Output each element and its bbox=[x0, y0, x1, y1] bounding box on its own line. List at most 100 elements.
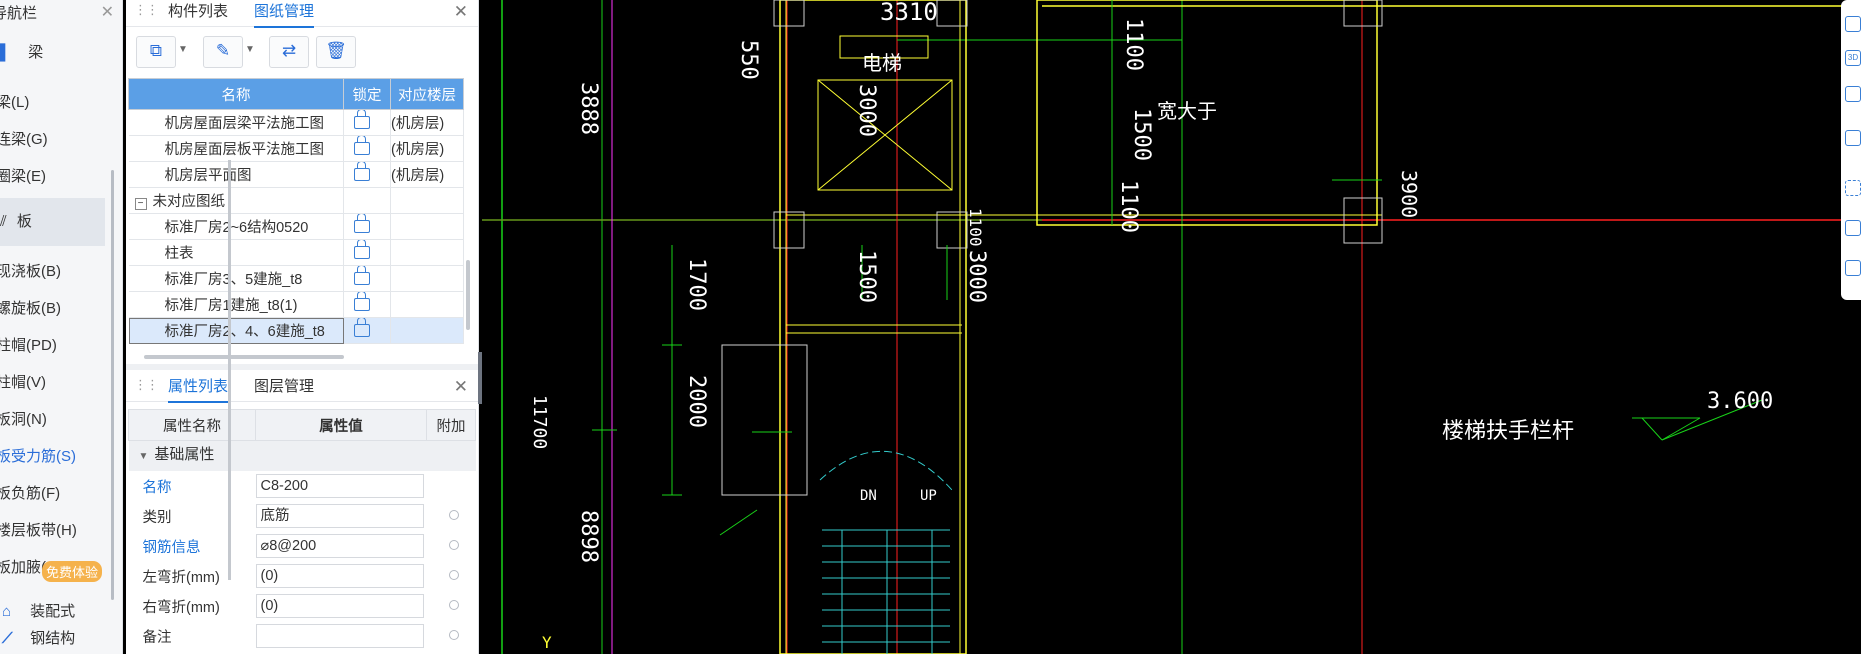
3d-view-icon[interactable]: 3D bbox=[1845, 50, 1861, 66]
free-trial-badge[interactable]: 免费体验 bbox=[42, 561, 103, 582]
tab-component-list[interactable]: 构件列表 bbox=[168, 3, 229, 20]
trash-icon: 🗑 bbox=[325, 41, 347, 60]
lock-icon[interactable] bbox=[354, 265, 370, 285]
property-panel-header: ⋮⋮ 属性列表 图层管理 ✕ bbox=[126, 375, 478, 403]
add-drawing-button[interactable]: ⧉ bbox=[136, 36, 176, 68]
nav-item-ring-beam[interactable]: 圈梁(E) bbox=[0, 168, 46, 185]
checkbox-icon[interactable] bbox=[448, 510, 459, 520]
chevron-down-icon[interactable]: ▼ bbox=[178, 44, 188, 55]
cad-drawing: 550 3310 1100 3888 3000 1500 1700 1500 3… bbox=[482, 0, 1861, 654]
table-row[interactable]: 柱表 bbox=[128, 239, 464, 266]
svg-text:550: 550 bbox=[736, 40, 761, 80]
table-row[interactable]: 机房屋面层梁平法施工图(机房层) bbox=[128, 109, 464, 136]
table-row-group[interactable]: −未对应图纸 bbox=[128, 187, 464, 214]
table-row[interactable]: 机房屋面层板平法施工图(机房层) bbox=[128, 135, 464, 162]
tab-property-list[interactable]: 属性列表 bbox=[168, 375, 229, 403]
svg-text:3888: 3888 bbox=[576, 82, 601, 135]
steel-icon: ⟋ bbox=[2, 630, 13, 647]
navigation-panel: 导航栏 ✕ ▌ 梁 梁(L) 连梁(G) 圈梁(E) ⫽ 板 现浇板(B) 螺旋… bbox=[0, 0, 123, 654]
cad-drawing-canvas[interactable]: 550 3310 1100 3888 3000 1500 1700 1500 3… bbox=[482, 0, 1861, 654]
col-prop-name: 属性名称 bbox=[128, 409, 256, 441]
nav-item-slab-rebar[interactable]: 板受力筋(S) bbox=[0, 448, 76, 465]
col-prop-value: 属性值 bbox=[255, 409, 427, 441]
drag-grip-icon[interactable]: ⋮⋮ bbox=[134, 2, 159, 17]
drawing-table: 名称 锁定 对应楼层 机房屋面层梁平法施工图(机房层) 机房屋面层板平法施工图(… bbox=[128, 78, 464, 344]
svg-text:1500: 1500 bbox=[1129, 108, 1154, 161]
display-icon[interactable] bbox=[1845, 220, 1861, 236]
swap-drawing-button[interactable]: ⇄ bbox=[269, 36, 309, 68]
lock-icon[interactable] bbox=[354, 213, 370, 233]
edit-drawing-button[interactable]: ✎ bbox=[203, 36, 243, 68]
close-icon[interactable]: ✕ bbox=[453, 377, 468, 396]
lock-icon[interactable] bbox=[354, 109, 370, 129]
lock-icon[interactable] bbox=[354, 161, 370, 181]
nav-item-slab-strip[interactable]: 楼层板带(H) bbox=[0, 522, 77, 539]
cube-view-icon[interactable] bbox=[1845, 130, 1861, 146]
checkbox-icon[interactable] bbox=[448, 570, 459, 580]
nav-group-slab[interactable]: ⫽ 板 bbox=[0, 198, 105, 246]
lock-icon[interactable] bbox=[354, 239, 370, 259]
nav-item-cast-slab[interactable]: 现浇板(B) bbox=[0, 263, 61, 280]
nav-scrollbar[interactable] bbox=[111, 170, 114, 600]
checkbox-icon[interactable] bbox=[448, 600, 459, 610]
nav-item-link-beam[interactable]: 连梁(G) bbox=[0, 131, 48, 148]
horizontal-scrollbar[interactable] bbox=[144, 355, 344, 359]
prop-value-field[interactable]: ⌀8@200 bbox=[255, 534, 424, 558]
table-row[interactable]: 标准厂房1建施_t8(1) bbox=[128, 291, 464, 318]
prop-row: 右弯折(mm)(0) bbox=[129, 591, 476, 621]
col-floor[interactable]: 对应楼层 bbox=[390, 78, 464, 110]
prop-value-field[interactable]: (0) bbox=[255, 594, 424, 618]
table-row[interactable]: 标准厂房2~6结构0520 bbox=[128, 213, 464, 240]
delete-button[interactable]: 🗑 bbox=[316, 36, 356, 68]
close-icon[interactable]: ✕ bbox=[453, 2, 468, 21]
list-view-icon[interactable] bbox=[1845, 260, 1861, 276]
collapse-icon[interactable]: − bbox=[134, 198, 147, 210]
svg-text:1100: 1100 bbox=[1121, 18, 1146, 71]
panel-scrollbar[interactable] bbox=[228, 160, 231, 580]
svg-text:3000: 3000 bbox=[854, 84, 879, 137]
table-row[interactable]: 标准厂房3、5建施_t8 bbox=[128, 265, 464, 292]
nav-item-neg-rebar[interactable]: 板负筋(F) bbox=[0, 485, 61, 502]
col-prop-extra: 附加 bbox=[426, 409, 476, 441]
table-row-selected[interactable]: 标准厂房2、4、6建施_t8 bbox=[128, 317, 464, 344]
table-row[interactable]: 机房层平面图(机房层) bbox=[128, 161, 464, 188]
col-lock[interactable]: 锁定 bbox=[343, 78, 391, 110]
svg-text:楼梯扶手栏杆: 楼梯扶手栏杆 bbox=[1442, 419, 1574, 444]
col-name[interactable]: 名称 bbox=[128, 78, 344, 110]
nav-group-prefab[interactable]: ⌂ 装配式 bbox=[2, 597, 75, 627]
chevron-down-icon[interactable]: ▼ bbox=[245, 44, 255, 55]
drag-grip-icon[interactable]: ⋮⋮ bbox=[134, 377, 159, 392]
checkbox-icon[interactable] bbox=[448, 630, 459, 640]
prop-value-field[interactable] bbox=[255, 624, 424, 648]
prop-value-field[interactable]: (0) bbox=[255, 564, 424, 588]
nav-item-slab-hole[interactable]: 板洞(N) bbox=[0, 411, 47, 428]
section-basic[interactable]: ▼基础属性 bbox=[128, 440, 476, 471]
nav-group-beam[interactable]: ▌ 梁 bbox=[0, 38, 43, 68]
svg-text:1700: 1700 bbox=[684, 258, 709, 311]
svg-text:3000: 3000 bbox=[964, 250, 989, 303]
vertical-scrollbar[interactable] bbox=[466, 260, 470, 330]
tab-drawing-manager[interactable]: 图纸管理 bbox=[254, 0, 315, 28]
nav-group-steel[interactable]: ⟋ 钢结构 bbox=[2, 624, 75, 654]
nav-item-column-cap-v[interactable]: 柱帽(V) bbox=[0, 374, 46, 391]
nav-close-icon[interactable]: ✕ bbox=[100, 4, 114, 21]
edit-icon: ✎ bbox=[215, 41, 231, 60]
prop-value-field[interactable]: 底筋 bbox=[255, 504, 424, 528]
svg-text:3310: 3310 bbox=[880, 0, 938, 26]
checkbox-icon[interactable] bbox=[448, 540, 459, 550]
nav-item-spiral-slab[interactable]: 螺旋板(B) bbox=[0, 300, 61, 317]
svg-text:2000: 2000 bbox=[684, 375, 709, 428]
svg-text:3.600: 3.600 bbox=[1707, 389, 1773, 414]
tab-layer-manager[interactable]: 图层管理 bbox=[254, 378, 315, 395]
nav-item-column-cap-pd[interactable]: 柱帽(PD) bbox=[0, 337, 57, 354]
view-rotate-icon[interactable] bbox=[1845, 16, 1861, 32]
lock-icon[interactable] bbox=[354, 317, 370, 337]
lock-icon[interactable] bbox=[354, 291, 370, 311]
select-region-icon[interactable] bbox=[1845, 180, 1861, 196]
nav-item-beam-l[interactable]: 梁(L) bbox=[0, 94, 30, 111]
top-view-icon[interactable] bbox=[1845, 86, 1861, 102]
svg-text:Y: Y bbox=[542, 633, 552, 652]
lock-icon[interactable] bbox=[354, 135, 370, 155]
prop-value-field[interactable]: C8-200 bbox=[255, 474, 424, 498]
svg-text:1100: 1100 bbox=[1116, 180, 1141, 233]
